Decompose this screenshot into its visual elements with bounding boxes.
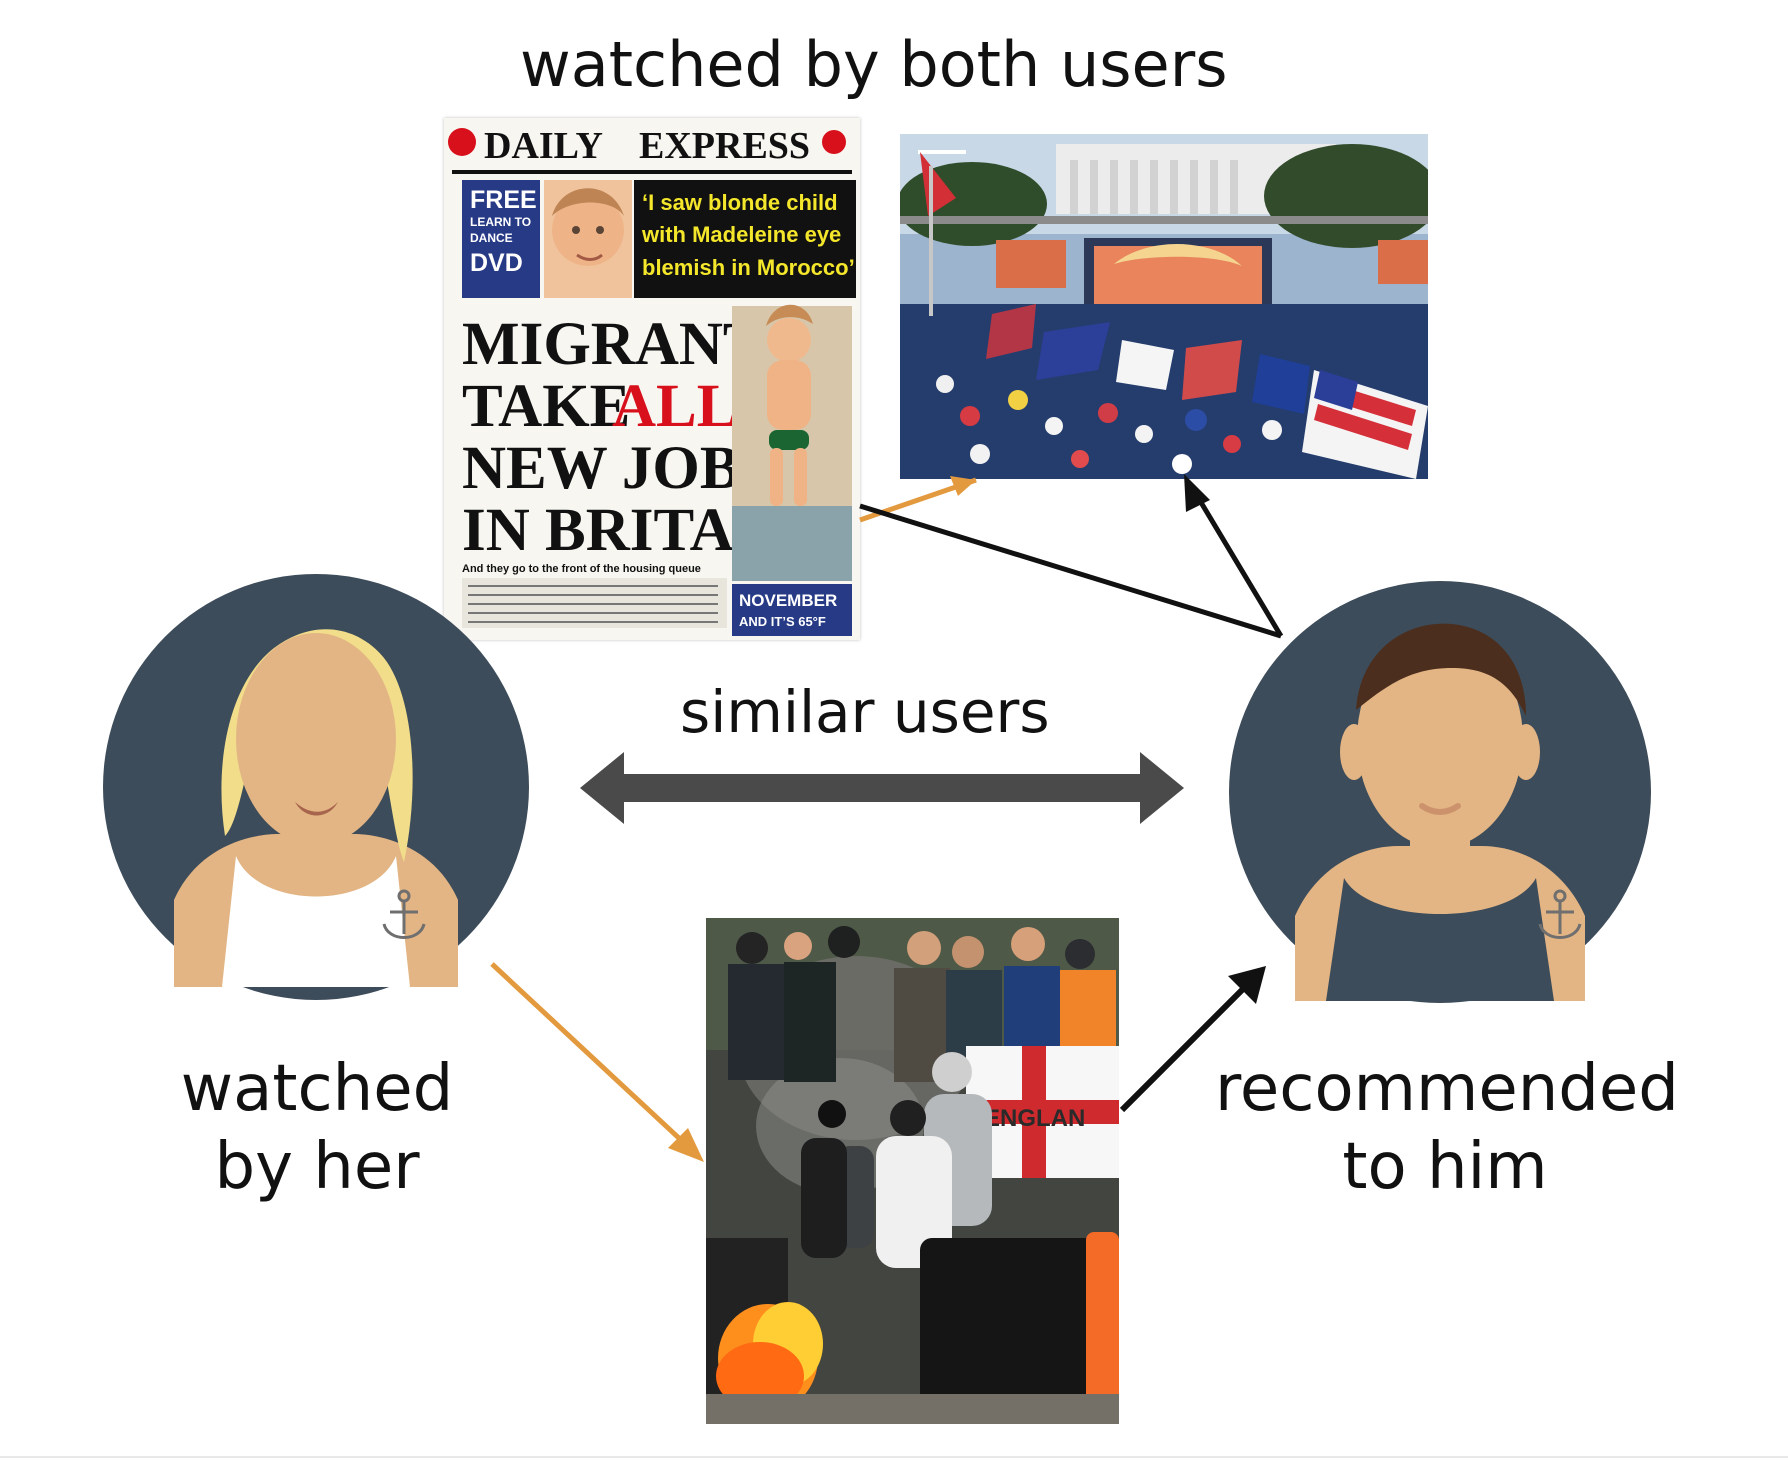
promo-line-4: DVD (470, 249, 523, 277)
weather-line-2: AND IT’S 65°F (739, 614, 826, 629)
watched-line-2: by her (214, 1130, 420, 1204)
england-flag-text: ENGLAN (984, 1105, 1085, 1132)
watched-by-both-label: watched by both users (520, 28, 1228, 101)
promo-line-1: FREE (470, 186, 537, 214)
recommended-to-him-arrow (1119, 973, 1259, 1113)
similar-users-label: similar users (680, 678, 1050, 746)
him-to-rally-arrow (1187, 482, 1284, 638)
promo-line-3: DANCE (470, 231, 513, 245)
recommended-line-1: recommended (1215, 1052, 1679, 1126)
watched-by-her-arrow (490, 962, 698, 1156)
anchor-tattoo-icon (382, 889, 426, 939)
him-to-both-line (859, 503, 1282, 639)
watched-by-her-label: watched by her (172, 1050, 462, 1206)
teaser-line-2: with Madeleine eye (641, 222, 841, 247)
anchor-tattoo-icon (1538, 889, 1582, 939)
headline-line-2: TAKE (462, 373, 630, 440)
promo-line-2: LEARN TO (470, 215, 531, 229)
recommended-to-him-label: recommended to him (1215, 1050, 1679, 1206)
teaser-line-1: ‘I saw blonde child (642, 190, 838, 215)
masthead-right: EXPRESS (639, 125, 810, 167)
rally-illustration (900, 134, 1428, 479)
subhead: And they go to the front of the housing … (462, 563, 701, 575)
bottom-border (0, 1456, 1788, 1458)
poppy-icon (822, 130, 846, 154)
riot-illustration: ENGLAN (706, 918, 1119, 1424)
masthead-left: DAILY (484, 125, 603, 167)
teaser-line-3: blemish in Morocco’ (642, 255, 855, 280)
riot-photo: ENGLAN (706, 918, 1119, 1424)
headline-line-3: NEW JOBS (462, 435, 774, 502)
weather-line-1: NOVEMBER (739, 591, 837, 610)
rally-photo (900, 134, 1428, 479)
recommended-line-2: to him (1342, 1130, 1548, 1204)
daily-express-front-page: DAILY EXPRESS FREE LEARN TO DANCE DVD ‘I… (444, 118, 860, 640)
headline-line-2-red: ALL (612, 373, 737, 440)
similar-users-double-arrow (580, 752, 1184, 824)
newspaper-illustration: DAILY EXPRESS FREE LEARN TO DANCE DVD ‘I… (444, 118, 860, 640)
watched-line-1: watched (180, 1052, 454, 1126)
